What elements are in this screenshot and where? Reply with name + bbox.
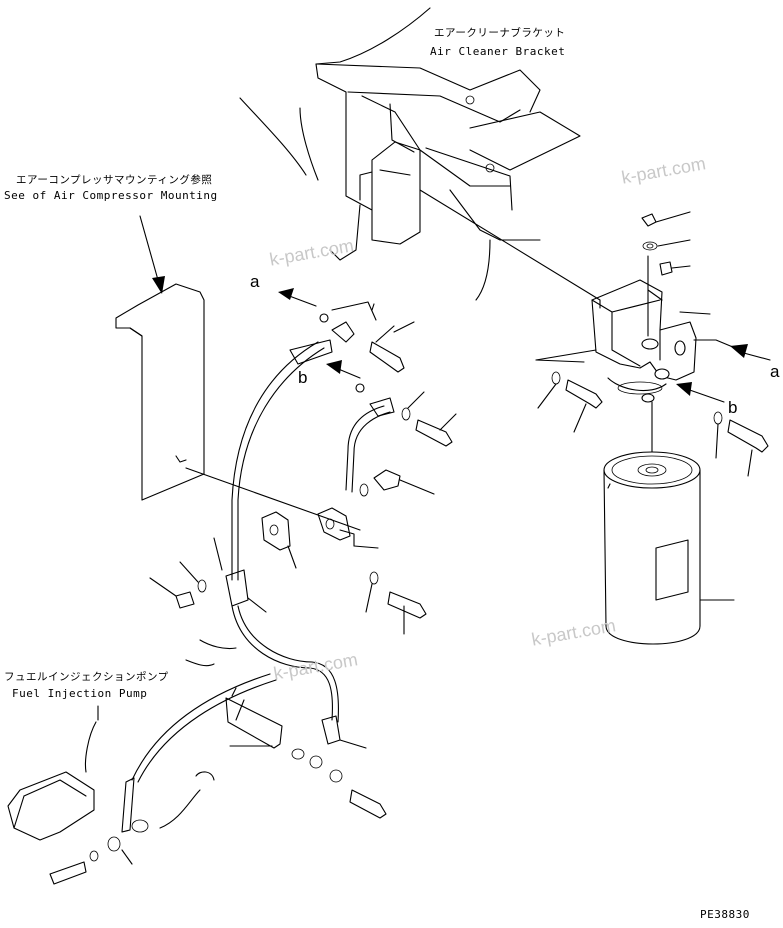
air-cleaner-bracket-drawing — [239, 7, 601, 301]
air-cleaner-bracket-label: Air Cleaner Bracket — [430, 45, 566, 58]
fuel-pump-label: Fuel Injection Pump — [12, 687, 148, 700]
air-compressor-jp-label: エアーコンプレッサマウンティング参照 — [16, 174, 213, 186]
fuel-filter-drawing — [603, 401, 735, 645]
reference-b-left: b — [298, 368, 308, 387]
reference-b-right: b — [728, 398, 738, 417]
drawing-number: PE38830 — [700, 908, 750, 921]
filter-head-bolts-drawing — [537, 371, 769, 477]
air-compressor-label: See of Air Compressor Mounting — [4, 189, 218, 202]
reference-a-left: a — [250, 272, 260, 291]
callout-leaders — [97, 215, 771, 721]
filter-head-drawing — [535, 211, 741, 403]
reference-a-right: a — [770, 362, 780, 381]
injection-pump-drawing — [7, 639, 387, 885]
fuel-lines-drawing — [121, 301, 457, 833]
air-cleaner-bracket-jp-label: エアークリーナブラケット — [434, 27, 566, 39]
air-compressor-plate-drawing — [115, 283, 361, 531]
fuel-pump-jp-label: フュエルインジェクションポンプ — [4, 671, 169, 683]
